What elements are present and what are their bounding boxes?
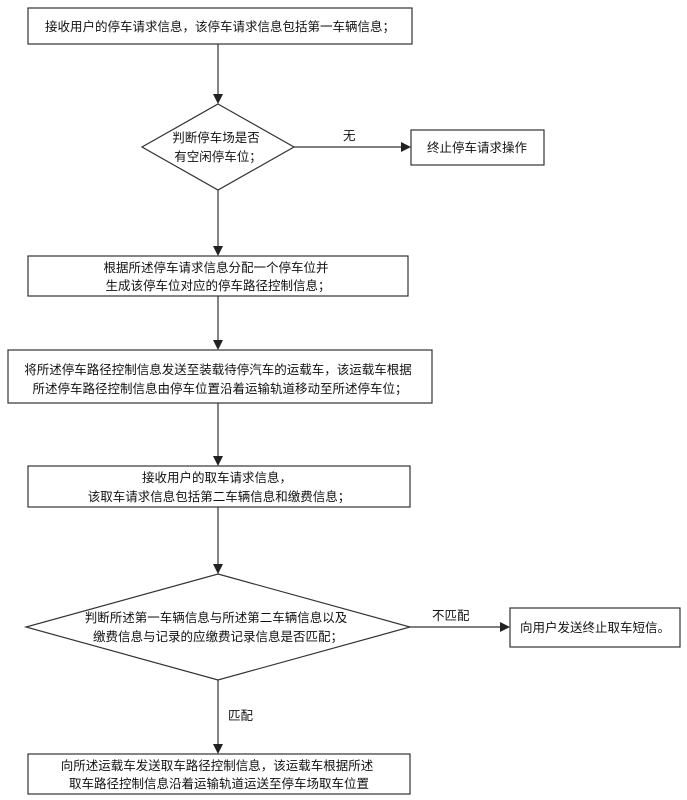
node-text: 接收用户的取车请求信息， 该取车请求信息包括第二车辆信息和缴费信息； (88, 470, 351, 504)
edge-label-match: 匹配 (228, 708, 254, 723)
node-receive-pickup-request (27, 465, 411, 508)
arrowhead (213, 456, 223, 466)
node-text: 接收用户的停车请求信息，该停车请求信息包括第一车辆信息； (45, 19, 395, 34)
node-terminate-parking (410, 129, 545, 166)
node-send-pickup-path (27, 753, 411, 795)
node-text: 向所述运载车发送取车路径控制信息，该运载车根据所述 取车路径控制信息沿着运输轨道… (61, 758, 378, 791)
node-send-to-carrier (7, 349, 433, 404)
decision-check-free-spot (140, 103, 296, 191)
node-text: 判断所述第一车辆信息与所述第二车辆信息以及 缴费信息与记录的应缴费记录信息是否匹… (85, 610, 352, 644)
node-allocate-spot (27, 255, 409, 297)
node-receive-parking-request (27, 7, 413, 45)
arrowhead (213, 744, 223, 754)
arrowhead (213, 94, 223, 104)
arrowhead (213, 246, 223, 256)
node-text: 根据所述停车请求信息分配一个停车位并 生成该停车位对应的停车路径控制信息； (104, 260, 333, 293)
arrowhead (213, 340, 223, 350)
edge-label-no-free-spot: 无 (343, 128, 356, 143)
edge-label-no-match: 不匹配 (432, 608, 470, 623)
node-send-terminate-sms (509, 607, 681, 648)
node-text: 终止停车请求操作 (427, 140, 528, 155)
node-text: 将所述停车路径控制信息发送至装载待停汽车的运载车，该运载车根据 所述停车路径控制… (24, 362, 416, 396)
node-text: 判断停车场是否 有空闲停车位； (172, 130, 264, 164)
node-text: 向用户发送终止取车短信。 (520, 620, 670, 635)
decision-check-match (23, 573, 413, 681)
arrowhead (500, 622, 510, 632)
arrowhead (401, 142, 411, 152)
arrowhead (213, 564, 223, 574)
